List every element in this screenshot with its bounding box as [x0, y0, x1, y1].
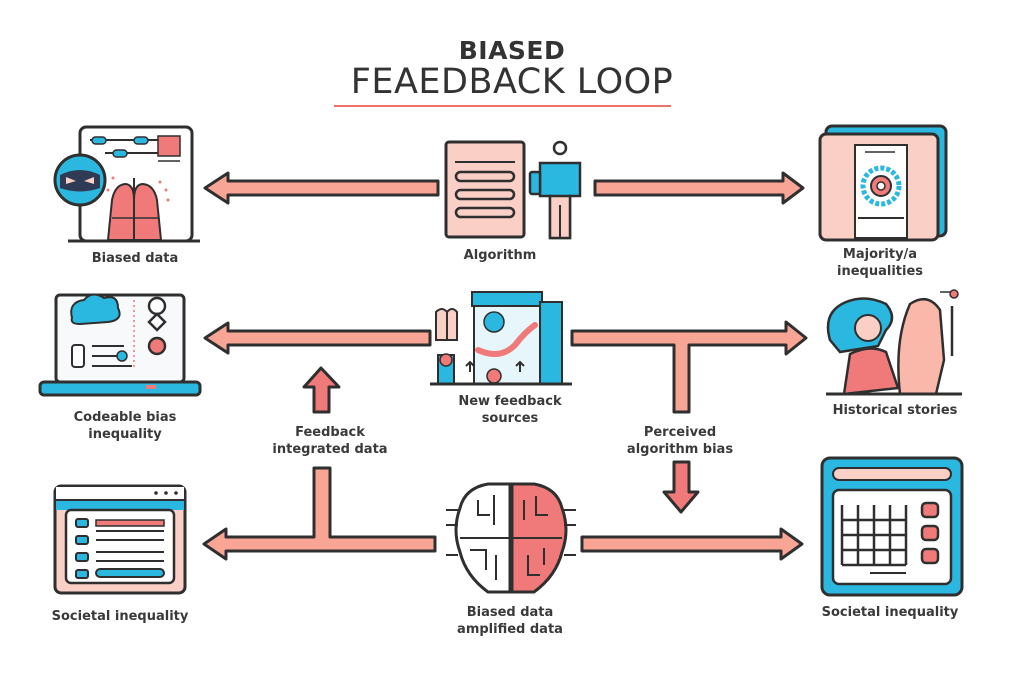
title-underline	[334, 105, 671, 107]
arrow-brain-to-societal-inequality	[202, 466, 437, 561]
label-biased-data-bottom-line1: Biased data	[466, 605, 554, 620]
label-feedback-integrated-line1: Feedback	[295, 425, 365, 440]
browser-window-icon	[53, 484, 187, 595]
arrow-up-feedback-integrated	[302, 366, 341, 414]
label-coded-bias-line2: inequality	[88, 427, 162, 442]
label-feedback-sources-line1: New feedback	[458, 394, 562, 409]
brain-circuit-icon	[446, 482, 576, 594]
title-line-2: FEAEDBACK LOOP	[350, 62, 674, 102]
label-feedback-sources-line2: sources	[481, 411, 539, 426]
laptop-icon	[38, 293, 202, 397]
label-majority-line2: inequalities	[837, 264, 923, 279]
label-biased-data-bottom-line2: amplified data	[457, 622, 563, 637]
label-societal-inequality: Societal inequality	[51, 609, 189, 624]
arrow-feedback-to-historical	[570, 320, 808, 414]
label-perceived-bias-line1: Perceived	[643, 425, 717, 440]
label-feedback-integrated-line2: integrated data	[272, 442, 388, 457]
biased-data-icon	[53, 125, 200, 243]
label-biased-data: Biased data	[91, 251, 179, 266]
label-algorithm: Algorithm	[463, 248, 537, 263]
title-line-1: BIASED	[458, 36, 566, 65]
label-societal-inequality-right: Societal inequality	[821, 605, 959, 620]
arrow-down-perceived-bias	[662, 460, 700, 514]
arrow-feedback-to-coded-bias	[203, 321, 432, 355]
label-perceived-bias-line2: algorithm bias	[626, 442, 734, 457]
book-icon	[818, 124, 948, 242]
calculator-window-icon	[820, 456, 964, 597]
label-majority-line1: Majority/a	[842, 247, 918, 262]
feedback-machine-icon	[430, 291, 572, 386]
label-historical-stories: Historical stories	[832, 403, 958, 418]
arrow-algorithm-to-biased-data	[203, 171, 440, 205]
label-coded-bias-line1: Codeable bias	[73, 410, 177, 425]
arrow-brain-to-calculator	[580, 527, 804, 561]
algorithm-icon	[444, 140, 582, 240]
arrow-algorithm-to-majority	[593, 171, 805, 205]
people-icon	[826, 289, 962, 396]
